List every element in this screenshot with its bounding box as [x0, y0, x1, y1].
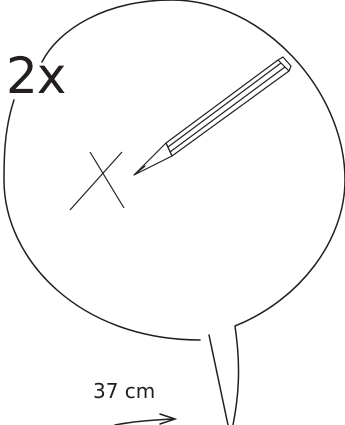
- arrow-icon: [115, 414, 175, 425]
- measurement-label: 37 cm: [93, 378, 155, 404]
- pencil-icon: [134, 57, 291, 175]
- multiplier-label: 2x: [6, 46, 65, 106]
- x-mark-icon: [70, 152, 124, 210]
